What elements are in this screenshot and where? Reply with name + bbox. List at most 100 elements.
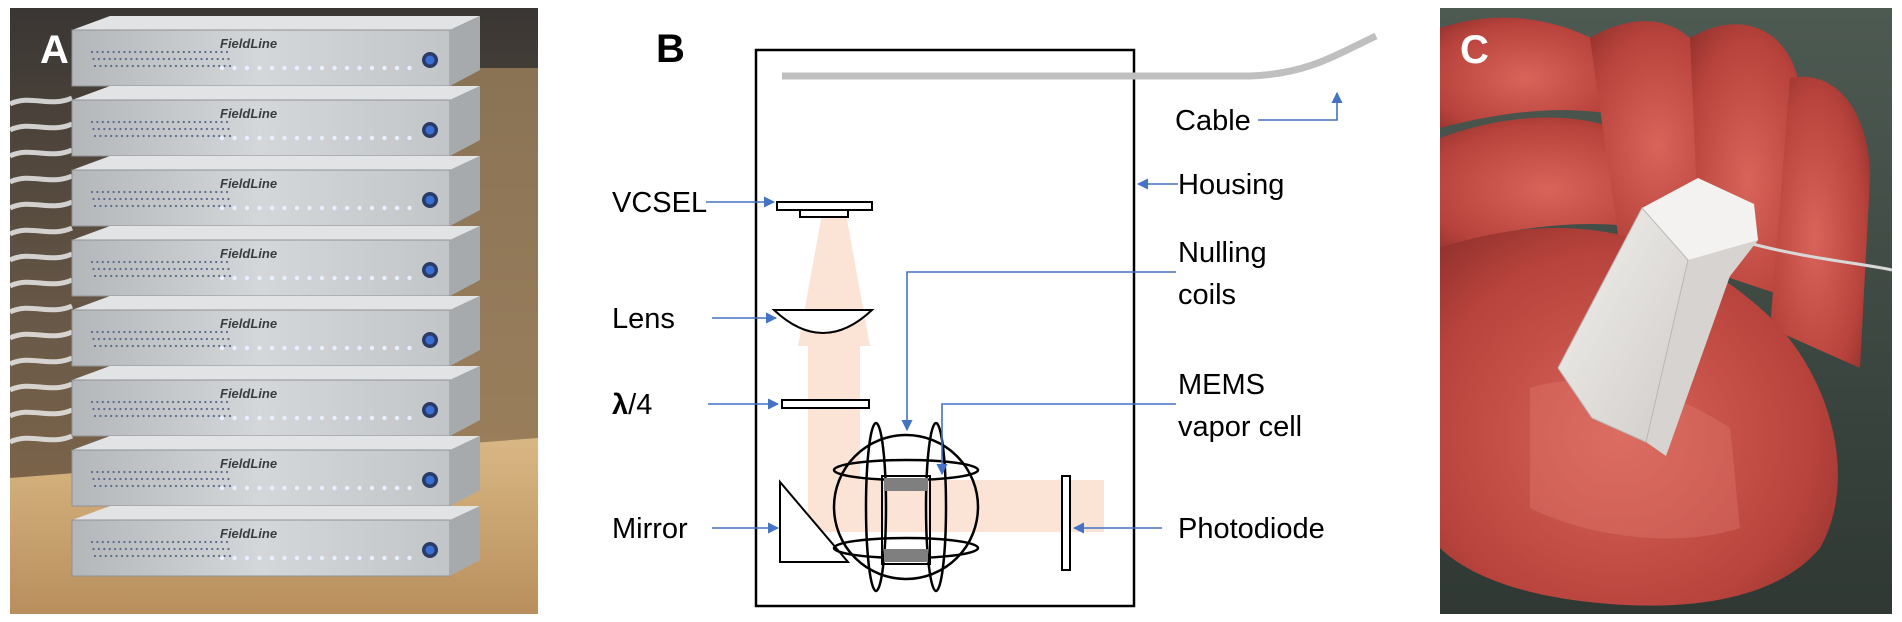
status-led bbox=[257, 65, 262, 71]
status-led bbox=[307, 205, 312, 211]
status-led bbox=[232, 135, 237, 141]
status-led bbox=[332, 415, 337, 421]
status-led bbox=[244, 345, 250, 351]
rack-unit: FieldLine bbox=[71, 366, 480, 437]
status-led bbox=[219, 135, 225, 141]
status-led bbox=[269, 345, 275, 351]
status-led bbox=[332, 555, 337, 561]
status-led bbox=[219, 485, 225, 491]
rack-unit: FieldLine bbox=[71, 86, 480, 157]
housing-outline bbox=[754, 48, 1136, 608]
status-led bbox=[357, 485, 362, 491]
vent-grille bbox=[90, 470, 232, 488]
photodiode-label: Photodiode bbox=[1178, 513, 1325, 545]
vent-grille bbox=[90, 330, 232, 348]
rack-unit-brand: FieldLine bbox=[220, 246, 277, 261]
panel-c-letter: C bbox=[1460, 28, 1489, 72]
status-led bbox=[407, 415, 412, 421]
mirror bbox=[779, 479, 851, 563]
status-led bbox=[282, 555, 287, 561]
status-led bbox=[319, 555, 325, 561]
status-led bbox=[407, 135, 412, 141]
status-led bbox=[382, 485, 387, 491]
status-led bbox=[344, 135, 350, 141]
status-led bbox=[332, 485, 337, 491]
status-led bbox=[319, 415, 325, 421]
status-led bbox=[244, 135, 250, 141]
status-led bbox=[369, 205, 375, 211]
status-led bbox=[369, 415, 375, 421]
rack-unit-brand: FieldLine bbox=[220, 176, 277, 191]
status-led bbox=[319, 135, 325, 141]
rack-unit: FieldLine bbox=[71, 506, 480, 577]
status-led bbox=[257, 345, 262, 351]
status-led bbox=[219, 555, 225, 561]
status-led bbox=[382, 555, 387, 561]
status-led bbox=[219, 345, 225, 351]
laser-beam bbox=[798, 214, 1104, 532]
status-led bbox=[269, 205, 275, 211]
status-led bbox=[232, 205, 237, 211]
cable-arrow bbox=[1258, 91, 1343, 121]
status-led bbox=[394, 205, 400, 211]
photodiode bbox=[1061, 475, 1071, 571]
status-led bbox=[394, 345, 400, 351]
status-led bbox=[307, 135, 312, 141]
rack-unit: FieldLine bbox=[71, 226, 480, 297]
rack-unit-brand: FieldLine bbox=[220, 316, 277, 331]
status-led bbox=[219, 65, 225, 71]
status-led bbox=[269, 275, 275, 281]
quarter-wave-plate bbox=[781, 399, 870, 409]
panel-a-letter: A bbox=[40, 28, 69, 72]
rack-unit: FieldLine bbox=[71, 16, 480, 87]
status-led bbox=[219, 415, 225, 421]
status-led bbox=[407, 485, 412, 491]
vcsel-label: VCSEL bbox=[612, 187, 707, 219]
status-led bbox=[344, 65, 350, 71]
status-led bbox=[344, 275, 350, 281]
status-led bbox=[232, 275, 237, 281]
status-led bbox=[294, 65, 300, 71]
status-led bbox=[394, 415, 400, 421]
status-led bbox=[357, 135, 362, 141]
vent-grille bbox=[90, 190, 232, 208]
sensor-diagram: B bbox=[612, 27, 1378, 608]
cable bbox=[782, 32, 1378, 80]
status-led bbox=[294, 135, 300, 141]
status-led bbox=[269, 555, 275, 561]
status-led bbox=[394, 485, 400, 491]
rack-unit: FieldLine bbox=[71, 436, 480, 507]
status-led bbox=[257, 485, 262, 491]
status-led bbox=[319, 65, 325, 71]
status-led bbox=[357, 205, 362, 211]
status-led bbox=[307, 555, 312, 561]
status-led bbox=[369, 555, 375, 561]
status-led bbox=[269, 135, 275, 141]
panel-b-letter: B bbox=[656, 27, 685, 71]
status-led bbox=[357, 415, 362, 421]
status-led bbox=[382, 415, 387, 421]
lens bbox=[771, 309, 875, 334]
status-led bbox=[257, 205, 262, 211]
rack-unit-brand: FieldLine bbox=[220, 386, 277, 401]
status-led bbox=[282, 65, 287, 71]
status-led bbox=[282, 205, 287, 211]
status-led bbox=[332, 275, 337, 281]
status-led bbox=[282, 485, 287, 491]
rack-unit-brand: FieldLine bbox=[220, 106, 277, 121]
rack-unit-brand: FieldLine bbox=[220, 526, 277, 541]
status-led bbox=[344, 345, 350, 351]
status-led bbox=[382, 275, 387, 281]
vent-grille bbox=[90, 260, 232, 278]
status-led bbox=[307, 65, 312, 71]
vent-grille bbox=[90, 400, 232, 418]
status-led bbox=[307, 345, 312, 351]
status-led bbox=[307, 485, 312, 491]
status-led bbox=[407, 275, 412, 281]
status-led bbox=[257, 415, 262, 421]
sensor-cube bbox=[1557, 178, 1758, 456]
status-led bbox=[357, 65, 362, 71]
status-led bbox=[269, 415, 275, 421]
status-led bbox=[332, 345, 337, 351]
